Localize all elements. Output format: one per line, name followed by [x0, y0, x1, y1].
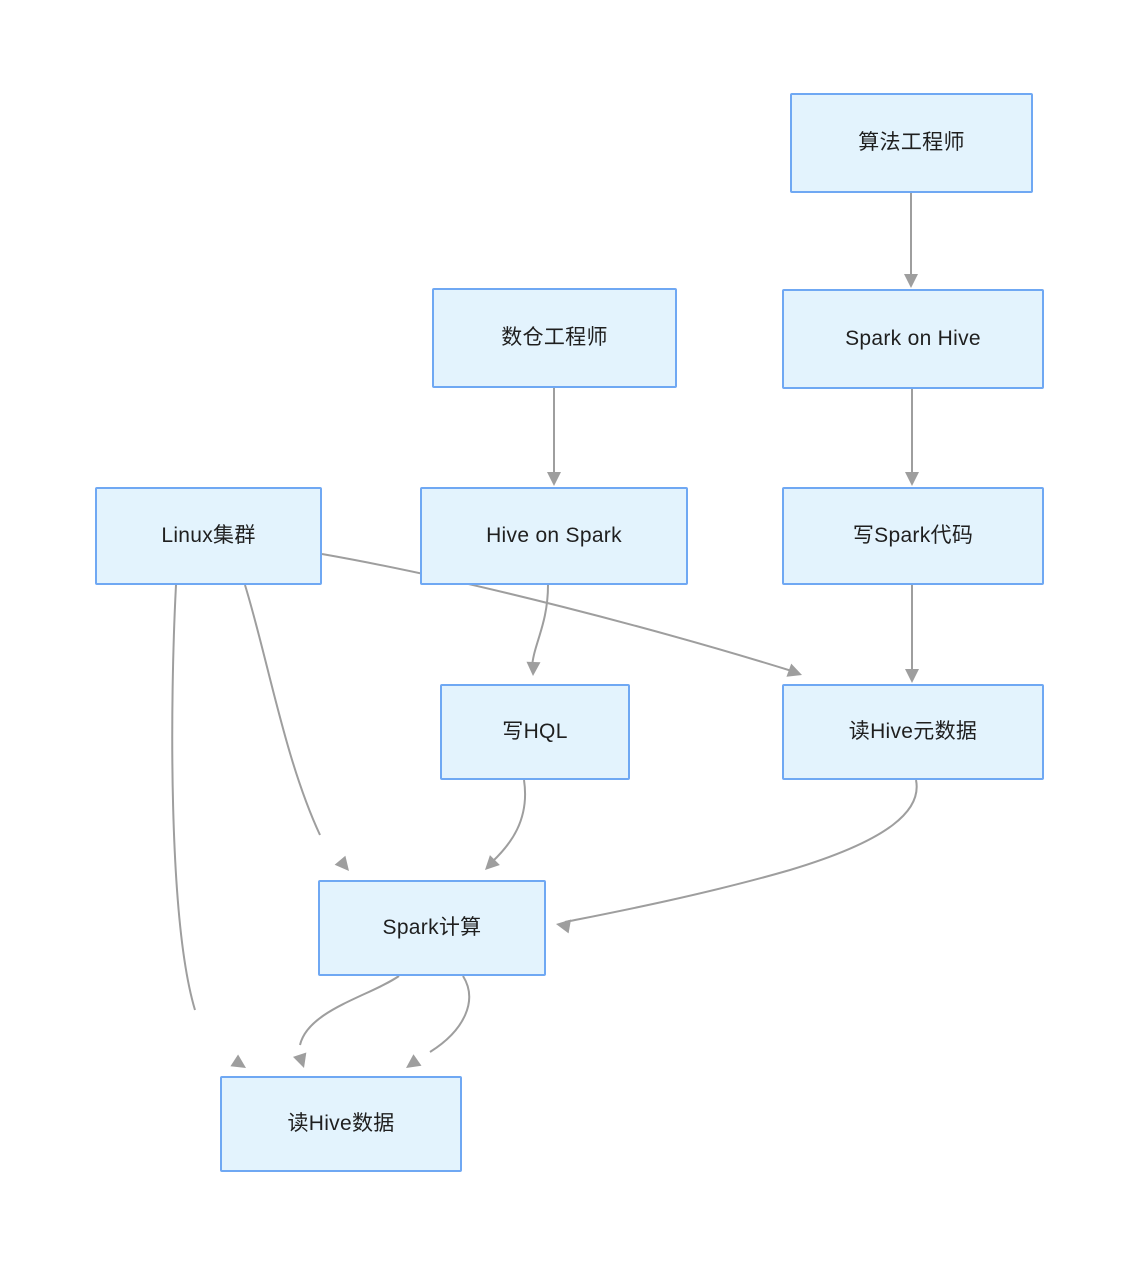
- node-spark-on-hive[interactable]: Spark on Hive: [782, 289, 1044, 389]
- arrowhead-write-hql-to-spark-compute: [485, 855, 500, 870]
- node-label-algo-engineer: 算法工程师: [858, 131, 965, 155]
- arrowhead-hive-on-spark-to-write-hql: [526, 661, 541, 676]
- edge-spark-compute-to-read-hive-data: [299, 975, 400, 1046]
- node-spark-compute[interactable]: Spark计算: [318, 880, 546, 976]
- node-label-linux-cluster: Linux集群: [161, 524, 256, 548]
- node-label-write-spark-code: 写Spark代码: [852, 524, 974, 548]
- edge-linux-cluster-to-spark-compute: [244, 584, 321, 836]
- arrowhead-write-spark-code-to-read-hive-meta: [905, 669, 919, 683]
- edge-hive-on-spark-to-write-hql: [531, 584, 549, 669]
- arrowhead-read-hive-meta-to-spark-compute: [556, 919, 572, 934]
- edge-linux-cluster-to-read-hive-data: [171, 584, 196, 1011]
- node-write-hql[interactable]: 写HQL: [440, 684, 630, 780]
- node-label-hive-on-spark: Hive on Spark: [486, 524, 622, 548]
- node-label-write-hql: 写HQL: [502, 720, 568, 744]
- node-label-dw-engineer: 数仓工程师: [501, 326, 608, 350]
- node-label-read-hive-data: 读Hive数据: [287, 1112, 395, 1136]
- node-write-spark-code[interactable]: 写Spark代码: [782, 487, 1044, 585]
- edge-write-hql-to-spark-compute: [491, 779, 527, 863]
- arrowhead-spark-compute-to-read-hive-data: [406, 1054, 422, 1068]
- node-linux-cluster[interactable]: Linux集群: [95, 487, 322, 585]
- edge-spark-compute-to-read-hive-data: [429, 975, 471, 1053]
- arrowhead-linux-cluster-to-read-hive-data: [230, 1054, 246, 1068]
- arrowhead-algo-engineer-to-spark-on-hive: [904, 274, 918, 288]
- node-label-spark-compute: Spark计算: [382, 916, 482, 940]
- node-hive-on-spark[interactable]: Hive on Spark: [420, 487, 688, 585]
- arrowhead-spark-compute-to-read-hive-data: [293, 1052, 307, 1068]
- node-label-spark-on-hive: Spark on Hive: [845, 327, 981, 351]
- node-read-hive-data[interactable]: 读Hive数据: [220, 1076, 462, 1172]
- arrowhead-linux-cluster-to-spark-compute: [334, 855, 349, 871]
- arrowhead-dw-engineer-to-hive-on-spark: [547, 472, 561, 486]
- node-algo-engineer[interactable]: 算法工程师: [790, 93, 1033, 193]
- arrowhead-linux-cluster-to-read-hive-meta: [786, 663, 802, 677]
- edge-read-hive-meta-to-spark-compute: [564, 779, 918, 923]
- node-read-hive-meta[interactable]: 读Hive元数据: [782, 684, 1044, 780]
- node-label-read-hive-meta: 读Hive元数据: [848, 720, 978, 744]
- node-dw-engineer[interactable]: 数仓工程师: [432, 288, 677, 388]
- arrowhead-spark-on-hive-to-write-spark-code: [905, 472, 919, 486]
